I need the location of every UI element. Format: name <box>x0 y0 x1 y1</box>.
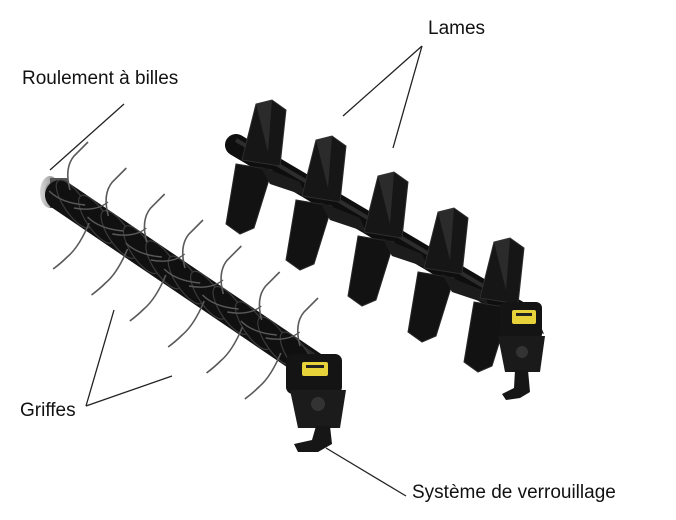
blade-roller-end-bracket <box>498 302 545 400</box>
tine-wire <box>66 141 89 191</box>
tine-wire <box>296 297 319 347</box>
tine-wire <box>48 190 86 206</box>
blade-fin <box>407 207 488 343</box>
tine-wire <box>129 274 167 322</box>
tine-wire <box>105 167 127 217</box>
leader-line-lames-1 <box>342 45 423 117</box>
label-roulement: Roulement à billes <box>22 68 179 89</box>
tine-wire <box>244 352 282 400</box>
tine-wire <box>220 245 242 295</box>
leader-line-roulement <box>49 103 125 171</box>
tine-wire <box>258 271 281 321</box>
tine-roller <box>40 141 346 452</box>
tine-wire <box>206 326 244 374</box>
leader-line-griffes-2 <box>85 375 173 407</box>
label-griffes: Griffes <box>20 400 76 421</box>
tine-wire <box>52 222 90 270</box>
locking-system <box>286 354 346 452</box>
tine-wires <box>48 141 339 400</box>
leader-lines <box>49 45 423 497</box>
label-lames: Lames <box>428 18 486 39</box>
leader-line-lames-2 <box>392 45 423 149</box>
leader-line-griffes-1 <box>85 309 115 407</box>
tine-wire <box>202 294 239 310</box>
tine-wire <box>143 193 166 243</box>
blade-roller <box>225 99 545 400</box>
blade-fin <box>285 135 366 271</box>
tine-wire <box>163 268 201 284</box>
tine-wire <box>87 216 124 232</box>
label-systeme: Système de verrouillage <box>412 482 616 503</box>
tine-wire <box>240 320 277 336</box>
blade-fin <box>347 171 428 307</box>
tine-wire <box>91 248 129 296</box>
tine-wire <box>125 242 162 258</box>
tine-wire <box>167 300 205 348</box>
blade-fin <box>225 99 306 235</box>
leader-line-systeme <box>325 447 407 497</box>
tine-wire <box>181 219 204 269</box>
